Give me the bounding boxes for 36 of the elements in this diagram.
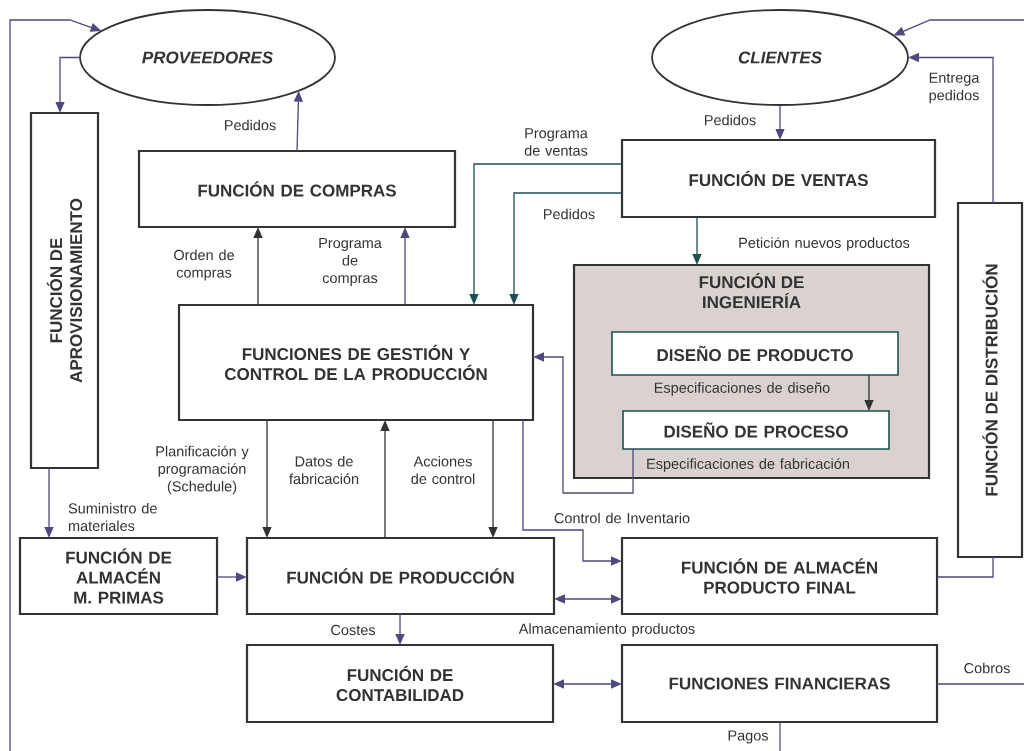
process-box: DISEÑO DE PROCESO [622, 410, 890, 450]
process-box: FUNCIÓN DE ALMACÉN PRODUCTO FINAL [620, 536, 939, 616]
process-box: FUNCIÓN DE PRODUCCIÓN [245, 536, 556, 616]
edge-label: Petición nuevos productos [739, 237, 910, 251]
edge-label: Pedidos [705, 114, 756, 126]
process-box: FUNCIÓN DE ALMACÉN M. PRIMAS [18, 536, 219, 616]
edge-label: Acciones de control [411, 455, 475, 485]
edge-label: Programa de compras [319, 238, 382, 286]
edge-label: Pagos [728, 730, 769, 744]
edge-label: Programa de ventas [524, 128, 588, 156]
edge-label: Suministro de materiales [68, 502, 157, 532]
process-box: FUNCIÓN DE COMPRAS [137, 149, 457, 229]
edge-label: Orden de compras [174, 249, 234, 281]
process-box: FUNCIONES DE GESTIÓN Y CONTROL DE LA PRODUCCIÓN [177, 303, 535, 422]
process-box: FUNCIÓN DE APROVISIONAMIENTO [29, 111, 100, 470]
connector-line [779, 721, 781, 751]
process-box: FUNCIÓN DE VENTAS [620, 138, 937, 219]
edge-label: Especificaciones de fabricación [647, 458, 849, 472]
edge-label: Entrega pedidos [929, 72, 980, 104]
edge-label: Planificación y programación (Schedule) [156, 445, 249, 495]
edge-label: Costes [331, 624, 376, 636]
edge-label: Especificaciones de diseño [654, 382, 830, 396]
connector-line [936, 683, 1024, 685]
process-box: FUNCIONES FINANCIERAS [620, 643, 939, 724]
edge-label: Pedidos [225, 119, 276, 131]
edge-label: Almacenamiento productos [518, 623, 695, 637]
connector-line [936, 556, 994, 578]
edge-label: Datos de fabricación [289, 455, 359, 485]
edge-label: Pedidos [544, 208, 595, 220]
edge-label: Cobros [964, 662, 1010, 674]
edge-label: Control de Inventario [554, 512, 690, 524]
oval-node: PROVEEDORES [79, 9, 336, 106]
process-box: DISEÑO DE PRODUCTO [611, 331, 899, 376]
process-box: FUNCIÓN DE CONTABILIDAD [245, 643, 555, 724]
oval-node: CLIENTES [651, 9, 909, 106]
process-box: FUNCIÓN DE DISTRIBUCIÓN [956, 201, 1024, 559]
